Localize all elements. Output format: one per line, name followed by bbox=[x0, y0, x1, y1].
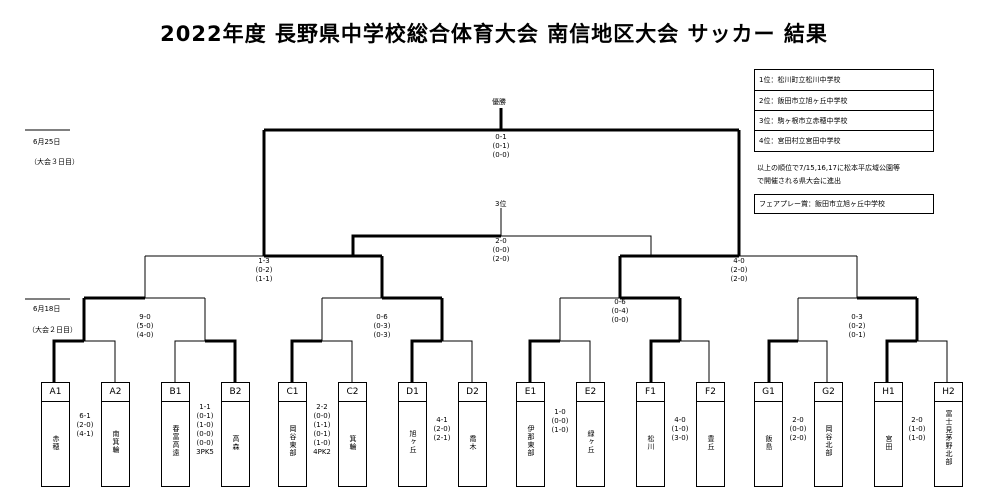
team-code: C2 bbox=[339, 383, 366, 402]
team-name-text: 春富高遠 bbox=[172, 424, 180, 457]
team-code: B2 bbox=[222, 383, 249, 402]
team-code: E2 bbox=[577, 383, 604, 402]
score-r1-C: 2-2 (0-0) (1-1) (0-1) (1-0) 4PK2 bbox=[313, 403, 331, 456]
team-name-text: 宮田 bbox=[885, 434, 893, 451]
team-code: C1 bbox=[279, 383, 306, 402]
date-day3: 6月25日 bbox=[33, 138, 61, 146]
team-name-text: 伊那東部 bbox=[527, 424, 535, 457]
team-slot: E1 伊那東部 bbox=[516, 382, 545, 487]
team-name-text: 箕輪 bbox=[349, 434, 357, 451]
team-name: 宮田 bbox=[875, 435, 902, 451]
team-name-text: 赤穂 bbox=[52, 434, 60, 451]
score-r1-D: 4-1 (2-0) (2-1) bbox=[433, 416, 451, 442]
team-name-text: 富士見茅野北部 bbox=[945, 409, 953, 466]
team-name: 緑ヶ丘 bbox=[577, 430, 604, 454]
results-box: 1位：松川町立松川中学校 2位：飯田市立旭ヶ丘中学校 3位：駒ヶ根市立赤穂中学校… bbox=[754, 69, 934, 152]
team-slot: B2 高森 bbox=[221, 382, 250, 487]
team-slot: H1 宮田 bbox=[874, 382, 903, 487]
team-code: G1 bbox=[755, 383, 782, 402]
team-code: A2 bbox=[102, 383, 129, 402]
team-name-text: 高森 bbox=[232, 434, 240, 451]
result-2nd: 2位：飯田市立旭ヶ丘中学校 bbox=[755, 91, 933, 111]
team-name: 飯島 bbox=[755, 435, 782, 451]
score-r1-F: 4-0 (1-0) (3-0) bbox=[671, 416, 689, 442]
result-1st: 1位：松川町立松川中学校 bbox=[755, 70, 933, 91]
team-name: 箕輪 bbox=[339, 435, 366, 451]
team-name-text: 岡谷東部 bbox=[289, 424, 297, 457]
team-slot: E2 緑ヶ丘 bbox=[576, 382, 605, 487]
team-name-text: 南箕輪 bbox=[112, 429, 120, 454]
team-code: G2 bbox=[815, 383, 842, 402]
score-qf-1: 9-0 (5-0) (4-0) bbox=[136, 313, 154, 339]
score-final: 0-1 (0-1) (0-0) bbox=[492, 133, 510, 159]
result-3rd: 3位：駒ヶ根市立赤穂中学校 bbox=[755, 111, 933, 131]
team-code: H2 bbox=[935, 383, 962, 402]
score-qf-4: 0-3 (0-2) (0-1) bbox=[848, 313, 866, 339]
team-name: 岡谷北部 bbox=[815, 425, 842, 457]
team-name-text: 松川 bbox=[647, 434, 655, 451]
team-name-text: 旭ヶ丘 bbox=[409, 429, 417, 454]
team-name: 春富高遠 bbox=[162, 425, 189, 457]
team-slot: G2 岡谷北部 bbox=[814, 382, 843, 487]
score-r1-B: 1-1 (0-1) (1-0) (0-0) (0-0) 3PK5 bbox=[196, 403, 214, 456]
score-r1-E: 1-0 (0-0) (1-0) bbox=[551, 408, 569, 434]
team-name: 豊丘 bbox=[697, 435, 724, 451]
team-name-text: 緑ヶ丘 bbox=[587, 429, 595, 454]
team-code: A1 bbox=[42, 383, 69, 402]
third-place-label: 3位 bbox=[495, 200, 507, 208]
team-name: 松川 bbox=[637, 435, 664, 451]
team-name-text: 喬木 bbox=[469, 434, 477, 451]
team-slot: F1 松川 bbox=[636, 382, 665, 487]
team-slot: A2 南箕輪 bbox=[101, 382, 130, 487]
team-slot: D2 喬木 bbox=[458, 382, 487, 487]
date-day2-sub: （大会２日目） bbox=[28, 326, 77, 334]
team-slot: C1 岡谷東部 bbox=[278, 382, 307, 487]
score-qf-3: 0-6 (0-4) (0-0) bbox=[611, 298, 629, 324]
team-name: 南箕輪 bbox=[102, 430, 129, 454]
team-slot: F2 豊丘 bbox=[696, 382, 725, 487]
team-slot: D1 旭ヶ丘 bbox=[398, 382, 427, 487]
fairplay-award: フェアプレー賞：飯田市立旭ヶ丘中学校 bbox=[754, 194, 934, 214]
score-semi-left: 1-3 (0-2) (1-1) bbox=[255, 257, 273, 283]
team-code: F1 bbox=[637, 383, 664, 402]
team-name-text: 飯島 bbox=[765, 434, 773, 451]
team-code: H1 bbox=[875, 383, 902, 402]
result-4th: 4位：宮田村立宮田中学校 bbox=[759, 137, 841, 145]
team-name: 富士見茅野北部 bbox=[935, 410, 962, 466]
team-slot: B1 春富高遠 bbox=[161, 382, 190, 487]
team-name-text: 豊丘 bbox=[707, 434, 715, 451]
team-slot: A1 赤穂 bbox=[41, 382, 70, 487]
final-label: 優勝 bbox=[492, 98, 506, 106]
team-slot: H2 富士見茅野北部 bbox=[934, 382, 963, 487]
team-name: 喬木 bbox=[459, 435, 486, 451]
team-code: F2 bbox=[697, 383, 724, 402]
team-slot: C2 箕輪 bbox=[338, 382, 367, 487]
team-slot: G1 飯島 bbox=[754, 382, 783, 487]
team-name: 赤穂 bbox=[42, 435, 69, 451]
team-name-text: 岡谷北部 bbox=[825, 424, 833, 457]
score-third: 2-0 (0-0) (2-0) bbox=[492, 237, 510, 263]
date-day3-sub: （大会３日目） bbox=[30, 158, 79, 166]
team-code: D1 bbox=[399, 383, 426, 402]
score-r1-G: 2-0 (0-0) (2-0) bbox=[789, 416, 807, 442]
qualify-note-1: 以上の順位で7/15,16,17に松本平広域公園等 bbox=[757, 164, 900, 172]
qualify-note-2: で開催される県大会に進出 bbox=[757, 177, 841, 185]
score-r1-H: 2-0 (1-0) (1-0) bbox=[908, 416, 926, 442]
score-semi-right: 4-0 (2-0) (2-0) bbox=[730, 257, 748, 283]
team-name: 岡谷東部 bbox=[279, 425, 306, 457]
team-code: B1 bbox=[162, 383, 189, 402]
team-name: 高森 bbox=[222, 435, 249, 451]
page-title: 2022年度 長野県中学校総合体育大会 南信地区大会 サッカー 結果 bbox=[160, 22, 828, 46]
team-code: E1 bbox=[517, 383, 544, 402]
score-qf-2: 0-6 (0-3) (0-3) bbox=[373, 313, 391, 339]
score-r1-A: 6-1 (2-0) (4-1) bbox=[76, 412, 94, 438]
date-day2: 6月18日 bbox=[33, 305, 61, 313]
team-name: 旭ヶ丘 bbox=[399, 430, 426, 454]
team-name: 伊那東部 bbox=[517, 425, 544, 457]
team-code: D2 bbox=[459, 383, 486, 402]
